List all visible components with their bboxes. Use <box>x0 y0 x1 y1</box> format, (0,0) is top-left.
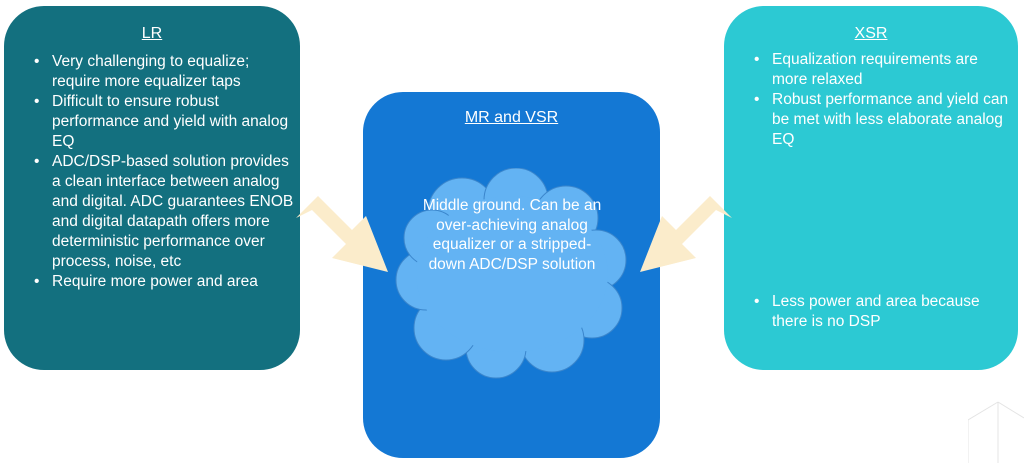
lr-bullet-list: Very challenging to equalize; require mo… <box>26 52 294 292</box>
cloud-icon <box>395 167 627 379</box>
lr-bullet: Difficult to ensure robust performance a… <box>26 92 294 152</box>
lr-title: LR <box>141 25 163 42</box>
xsr-box: XSR Equalization requirements are more r… <box>724 6 1018 370</box>
lr-box: LR Very challenging to equalize; require… <box>4 6 300 370</box>
arrow-left-icon <box>640 196 732 272</box>
lr-bullet: Require more power and area <box>26 272 294 292</box>
cloud-text: Middle ground. Can be an over-achieving … <box>422 197 602 273</box>
xsr-bullet: Robust performance and yield can be met … <box>746 90 1014 150</box>
arrow-right-icon <box>296 196 388 272</box>
xsr-bullet-list-top: Equalization requirements are more relax… <box>746 50 1014 150</box>
lr-bullet: Very challenging to equalize; require mo… <box>26 52 294 92</box>
decorative-lines <box>968 401 1024 463</box>
cloud-shape: Middle ground. Can be an over-achieving … <box>392 167 632 380</box>
xsr-bullet: Equalization requirements are more relax… <box>746 50 1014 90</box>
xsr-title: XSR <box>854 25 888 42</box>
lr-bullet: ADC/DSP-based solution provides a clean … <box>26 152 294 272</box>
xsr-bullet-list-bottom: Less power and area because there is no … <box>746 292 1014 332</box>
xsr-bullet: Less power and area because there is no … <box>746 292 1014 332</box>
mr-vsr-title: MR and VSR <box>464 109 559 126</box>
